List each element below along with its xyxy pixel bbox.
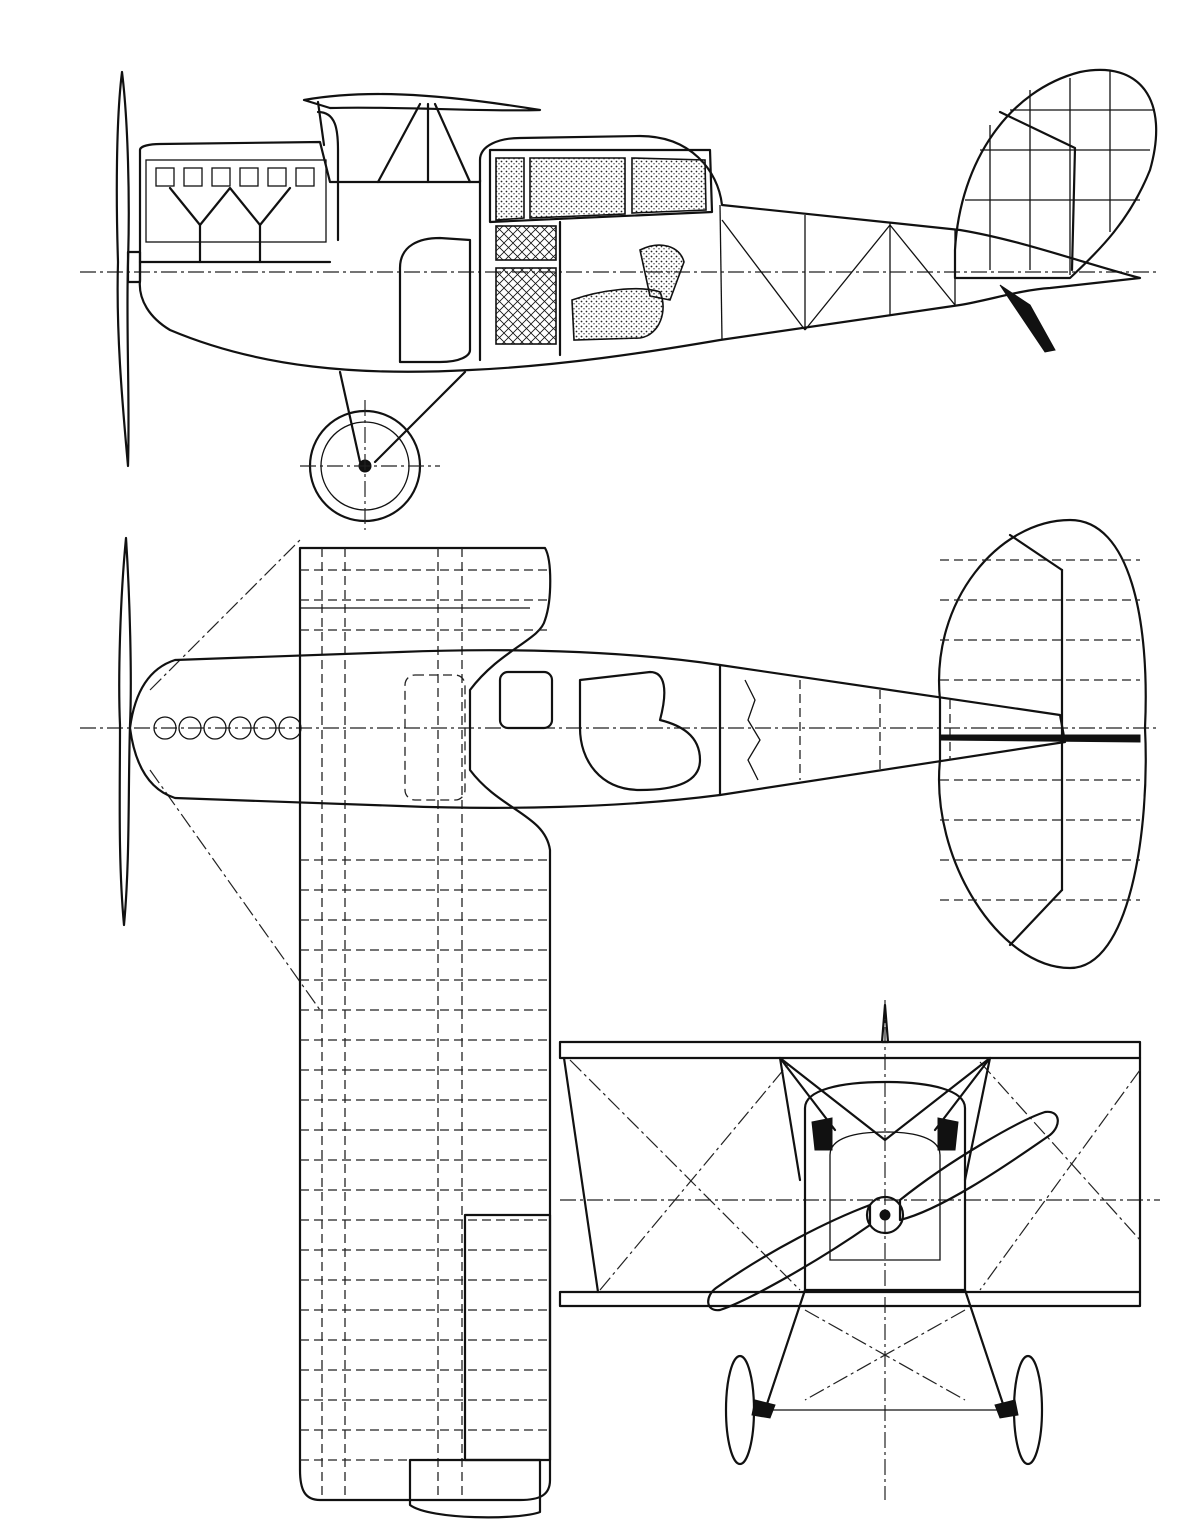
top-tailplane-ribs xyxy=(939,533,1141,947)
top-cockpit-front xyxy=(498,670,554,730)
top-lower-wingtip xyxy=(408,1458,542,1519)
side-landing-gear xyxy=(300,370,467,530)
front-cabane-v xyxy=(778,1056,992,1142)
front-prop-hub xyxy=(865,1195,905,1235)
top-propeller xyxy=(118,536,132,927)
side-cockpit xyxy=(398,148,714,364)
side-window-1 xyxy=(495,157,525,221)
front-view xyxy=(558,1000,1160,1500)
front-wire-bracing xyxy=(569,1059,1141,1291)
front-port-left xyxy=(811,1117,833,1151)
front-fin-tip xyxy=(880,1003,890,1044)
side-panel-hatch-2 xyxy=(495,267,557,345)
side-fuel-tank xyxy=(398,236,472,364)
top-aileron xyxy=(463,1213,552,1462)
front-prop-blade-2 xyxy=(707,1203,872,1312)
side-cabane-front xyxy=(316,100,326,147)
side-view xyxy=(80,68,1160,530)
front-wheel-right xyxy=(1012,1354,1044,1466)
front-fuselage xyxy=(803,1080,967,1292)
top-wing xyxy=(298,546,552,1502)
side-upper-wing xyxy=(302,92,542,112)
front-lower-wing xyxy=(558,1290,1142,1308)
front-port-right xyxy=(937,1117,959,1151)
top-cockpit xyxy=(578,670,702,792)
top-wing-ribs xyxy=(300,548,550,1495)
front-wheel-left xyxy=(724,1354,756,1466)
side-fuselage-bracing xyxy=(719,204,956,341)
side-window-2 xyxy=(529,157,626,219)
side-seat-back xyxy=(639,244,685,301)
side-radiator-pipe xyxy=(316,110,340,242)
top-view xyxy=(80,518,1160,1519)
top-engine-cylinders xyxy=(153,716,302,740)
side-window-3 xyxy=(631,157,707,214)
front-strut-left xyxy=(562,1056,600,1294)
side-prop-hub xyxy=(126,250,142,284)
front-upper-wing xyxy=(558,1040,1142,1060)
side-propeller xyxy=(115,70,130,468)
side-rudder-ribs xyxy=(965,70,1155,275)
side-cabane-strut-2 xyxy=(433,102,472,184)
side-tail-skid xyxy=(999,284,1056,353)
front-prop-blade-1 xyxy=(898,1110,1059,1222)
side-engine xyxy=(138,159,332,264)
side-fuselage xyxy=(138,134,1142,373)
front-landing-gear xyxy=(724,1288,1044,1466)
top-fuselage xyxy=(128,649,1067,809)
top-tailplane xyxy=(937,518,1147,970)
front-cabane xyxy=(778,1056,992,1182)
side-panel-hatch-1 xyxy=(495,225,557,261)
side-cabane-strut xyxy=(376,102,422,184)
side-tail-fin xyxy=(953,68,1158,280)
front-propeller xyxy=(707,1110,1059,1312)
